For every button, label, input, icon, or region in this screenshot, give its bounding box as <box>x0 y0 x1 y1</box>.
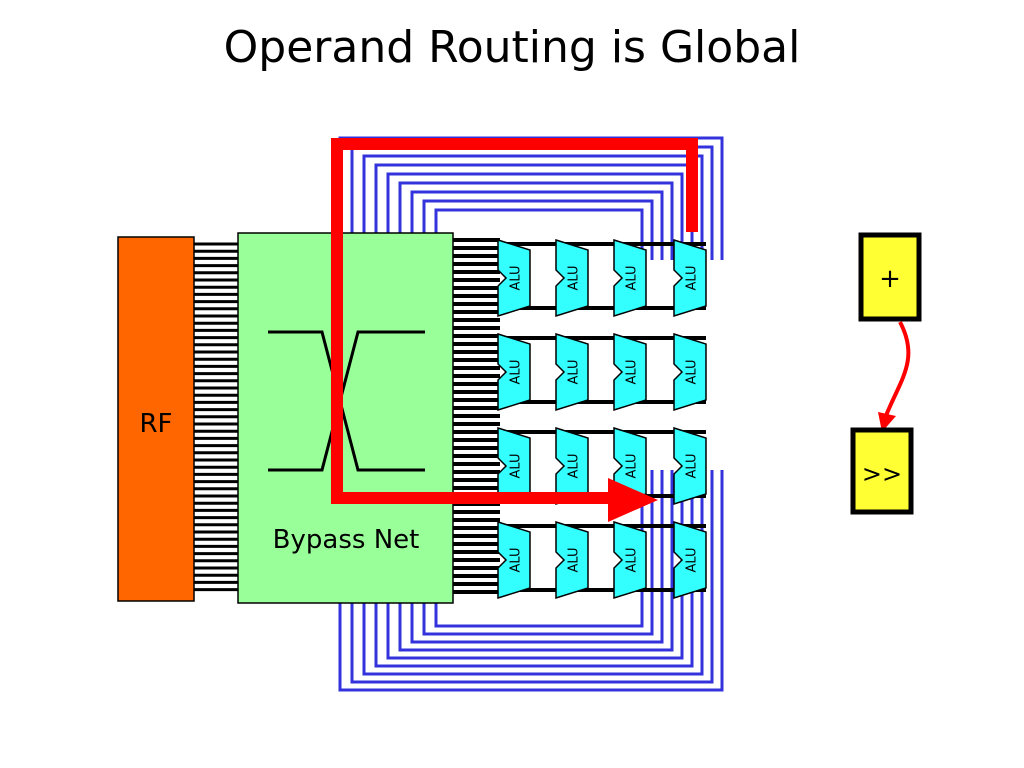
alu-unit-label: ALU <box>625 453 640 478</box>
add-operation-box <box>858 232 922 322</box>
global-route <box>331 138 698 522</box>
dependency-arrowhead <box>878 412 896 432</box>
alu-unit-label: ALU <box>625 265 640 290</box>
bypass-wire-bottom <box>338 470 724 692</box>
bypass-wire-bottom <box>398 470 674 652</box>
alu-input-bus <box>453 238 500 594</box>
alu-unit-label: ALU <box>509 547 524 572</box>
add-operation-label: + <box>879 264 901 294</box>
alu-unit <box>497 238 531 318</box>
alu-unit-label: ALU <box>685 547 700 572</box>
alu-unit-label: ALU <box>625 547 640 572</box>
alu-unit <box>673 520 707 600</box>
alu-unit-label: ALU <box>625 359 640 384</box>
register-file <box>117 236 195 602</box>
alu-unit <box>673 426 707 506</box>
alu-unit <box>497 332 531 412</box>
dependency-arrow <box>883 321 911 419</box>
alu-unit-label: ALU <box>509 453 524 478</box>
global-route-path <box>331 138 698 504</box>
alu-unit <box>673 238 707 318</box>
alu-unit <box>613 238 647 318</box>
alu-unit <box>555 332 589 412</box>
alu-unit <box>497 426 531 506</box>
alu-unit-label: ALU <box>685 265 700 290</box>
alu-unit <box>555 520 589 600</box>
alu-unit-label: ALU <box>567 359 582 384</box>
register-file-bus <box>194 242 238 592</box>
alu-unit-label: ALU <box>567 265 582 290</box>
alu-unit <box>613 520 647 600</box>
alu-unit <box>555 238 589 318</box>
alu-unit-label: ALU <box>567 453 582 478</box>
alu-unit-label: ALU <box>685 359 700 384</box>
shift-operation-box <box>850 427 914 515</box>
alu-unit-label: ALU <box>685 453 700 478</box>
alu-unit <box>673 332 707 412</box>
shift-operation-label: >> <box>862 460 902 488</box>
alu-unit-label: ALU <box>509 359 524 384</box>
global-route-arrowhead <box>608 478 658 522</box>
alu-unit <box>613 332 647 412</box>
slide-title: Operand Routing is Global <box>223 22 801 73</box>
alu-grid: ALU ALU ALU ALU ALU ALU ALU ALU ALU ALU ALU ALU ALU A… <box>497 238 707 600</box>
bypass-network-label: Bypass Net <box>273 525 420 555</box>
bypass-wire-bottom <box>350 470 714 684</box>
alu-unit <box>497 520 531 600</box>
alu-unit <box>555 426 589 506</box>
register-file-label: RF <box>139 409 172 439</box>
alu-unit-label: ALU <box>509 265 524 290</box>
alu-unit-label: ALU <box>567 547 582 572</box>
